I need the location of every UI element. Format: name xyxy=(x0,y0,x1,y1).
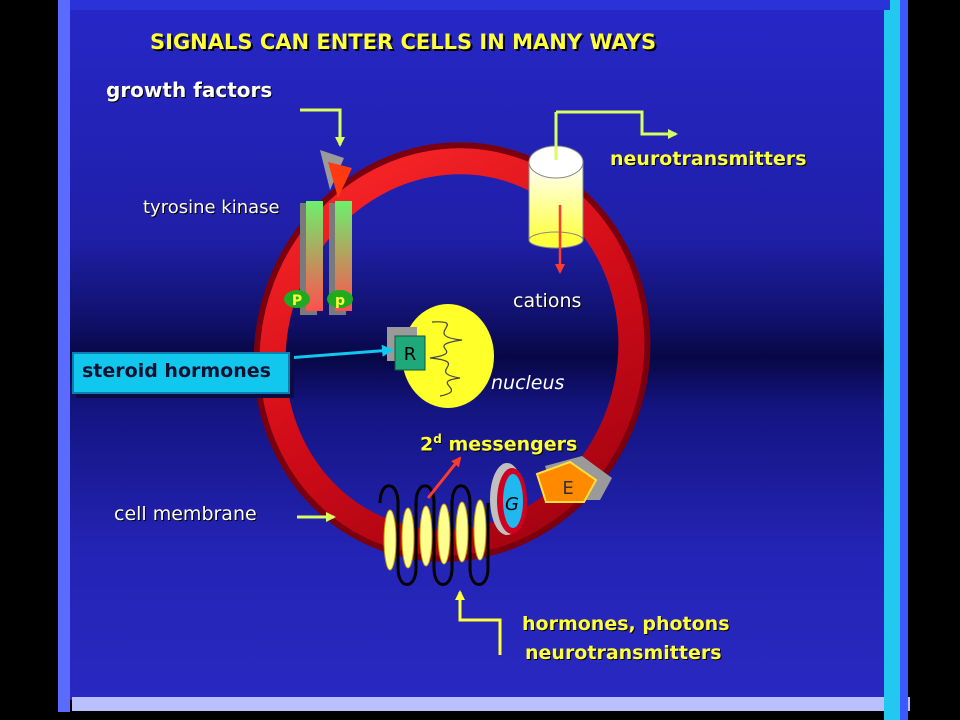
neurotransmitter-arrow xyxy=(556,110,678,139)
second-messengers-base: 2 xyxy=(420,433,434,456)
slide-title: SIGNALS CAN ENTER CELLS IN MANY WAYS xyxy=(150,30,657,54)
phosphate-left xyxy=(284,290,310,308)
tyrosine-kinase-receptor xyxy=(300,150,352,315)
neurotransmitters-bottom-label: neurotransmitters xyxy=(525,642,722,664)
left-border-stripe xyxy=(58,0,70,712)
nucleus xyxy=(402,304,494,408)
right-cyan-stripe xyxy=(884,0,900,720)
second-messengers-superscript: d xyxy=(433,432,442,446)
cell-membrane-label: cell membrane xyxy=(114,503,257,525)
g-protein-label: G xyxy=(505,494,519,515)
ion-channel xyxy=(528,145,584,249)
phosphate-left-label: P xyxy=(292,293,302,309)
second-messengers-text: messengers xyxy=(441,433,578,456)
top-border-stripe xyxy=(70,0,890,10)
tyrosine-kinase-label: tyrosine kinase xyxy=(143,197,280,218)
second-messenger-arrow xyxy=(426,456,462,499)
steroid-hormones-label: steroid hormones xyxy=(82,360,271,382)
cations-label: cations xyxy=(513,290,582,312)
bottom-border-stripe xyxy=(72,697,910,711)
phosphate-right xyxy=(327,290,353,308)
growth-factor-arrow xyxy=(300,108,345,147)
steroid-arrow xyxy=(286,344,394,360)
receptor-label: R xyxy=(404,344,417,365)
g-protein xyxy=(490,463,527,535)
seven-transmembrane-receptor xyxy=(378,484,490,586)
phosphate-right-label: p xyxy=(335,293,345,309)
neurotransmitters-top-label: neurotransmitters xyxy=(610,148,807,170)
enzyme-label: E xyxy=(562,478,573,499)
hormones-photons-label: hormones, photons xyxy=(522,613,730,635)
steroid-hormones-box xyxy=(72,352,290,394)
enzyme xyxy=(535,456,612,503)
right-blue-stripe xyxy=(900,0,908,720)
second-messengers-label: 2d messengers xyxy=(420,432,577,455)
nucleus-label: nucleus xyxy=(491,372,565,394)
hormones-arrow xyxy=(455,590,502,655)
growth-factors-label: growth factors xyxy=(106,78,273,102)
